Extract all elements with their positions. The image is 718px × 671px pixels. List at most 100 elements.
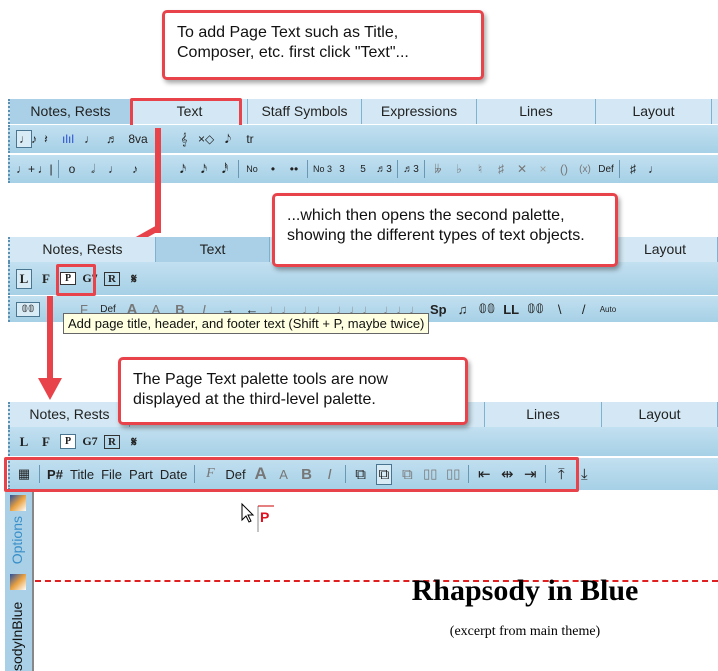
bold-icon[interactable]: B — [175, 301, 185, 317]
page-number-icon[interactable]: P# — [47, 466, 63, 482]
tab-notes-rests[interactable]: Notes, Rests — [10, 99, 132, 124]
left-arrow-icon[interactable]: ← — [245, 301, 259, 317]
rehearsal-tool-icon[interactable]: R — [104, 271, 120, 286]
align-left-icon[interactable]: ⇤ — [478, 466, 491, 483]
no-tuplet-icon[interactable]: No 3 — [313, 164, 333, 174]
chord-tool-icon[interactable]: G7 — [82, 434, 98, 448]
stem-icon[interactable]: ♩ — [648, 162, 660, 176]
tab-layout[interactable]: Layout — [602, 402, 718, 427]
all-pages-icon[interactable]: ⧉ — [355, 465, 366, 483]
score-subtitle[interactable]: (excerpt from main theme) — [449, 624, 601, 639]
larger-icon[interactable]: A — [254, 464, 267, 483]
smaller-icon[interactable]: A — [151, 301, 161, 317]
file-button[interactable]: File — [101, 466, 123, 482]
align-icon[interactable]: LL — [503, 301, 520, 317]
tab-layout[interactable]: Layout — [596, 99, 712, 124]
align-right-icon[interactable]: ⇥ — [524, 466, 537, 483]
odd-pages-icon[interactable]: ▯▯ — [423, 466, 438, 481]
grace-tool-icon[interactable]: 𝅘𝅥𝅮 — [224, 131, 232, 146]
tab-staff-symbols[interactable]: Staff Symbols — [248, 99, 362, 124]
font-icon[interactable]: F — [206, 466, 215, 481]
font-tool-icon[interactable]: F — [42, 270, 50, 286]
trill-tool-icon[interactable]: tr — [246, 132, 254, 146]
tab-expressions[interactable]: Expressions — [362, 99, 477, 124]
font-icon[interactable]: F — [80, 301, 88, 317]
slant-left-icon[interactable]: \ — [557, 301, 562, 317]
right-arrow-icon[interactable]: → — [221, 301, 235, 317]
notes-tool-icon[interactable]: ♩♪ — [16, 130, 37, 148]
beam-tool-icon[interactable]: ♬ — [106, 132, 118, 146]
smaller-icon[interactable]: A — [279, 466, 288, 482]
default-icon[interactable]: Def — [598, 163, 614, 175]
sixteenth-note-icon[interactable]: 𝅘𝅥𝅯 — [179, 161, 187, 176]
courtesy-icon[interactable]: (x) — [579, 163, 591, 175]
notehead-tool-icon[interactable]: ×◇ — [198, 132, 215, 146]
32nd-note-icon[interactable]: 𝅘𝅥𝅯 — [200, 161, 208, 176]
other-pages-icon[interactable]: ⧉ — [401, 465, 413, 483]
page-text-tool-icon[interactable]: P — [60, 434, 76, 449]
eighth-note-icon[interactable]: ♪ — [132, 162, 138, 176]
double-dot-icon[interactable]: •• — [289, 162, 299, 176]
verse-icon[interactable]: ♩♩ — [268, 301, 294, 317]
options-tab[interactable]: Options — [9, 516, 25, 565]
natural-icon[interactable]: ♮ — [477, 162, 483, 176]
rest-tool-icon[interactable]: 𝄽 — [44, 131, 48, 146]
larger-icon[interactable]: A — [126, 300, 138, 318]
verse3-icon[interactable]: ♩♩♩ — [336, 301, 375, 317]
view-icon[interactable]: 𝟘𝟘 — [478, 301, 496, 316]
page-text-tool-icon[interactable]: P — [60, 272, 76, 285]
first-page-icon[interactable]: ⧉ — [375, 463, 393, 485]
tab-lines[interactable]: Lines — [477, 99, 596, 124]
score-title[interactable]: Rhapsody in Blue — [411, 574, 639, 607]
octave-tool-icon[interactable]: 8va — [128, 132, 148, 146]
options-panel-icon[interactable] — [10, 495, 26, 511]
segno-tool-icon[interactable]: 𝄋 — [131, 270, 137, 286]
verse2-icon[interactable]: ♩♩ — [302, 301, 328, 317]
bars-tool-icon[interactable]: ılıl — [62, 132, 74, 146]
font-tool-icon[interactable]: F — [42, 433, 50, 449]
lyrics-tool-icon[interactable]: L — [19, 433, 29, 449]
clear-accidental-icon[interactable]: × — [539, 162, 547, 176]
no-dot-icon[interactable]: No — [246, 164, 258, 174]
segno-tool-icon[interactable]: 𝄋 — [131, 433, 137, 449]
64th-note-icon[interactable]: 𝅘𝅥𝅰 — [221, 161, 229, 176]
double-flat-icon[interactable]: 𝄫 — [434, 161, 442, 176]
tab-lines[interactable]: Lines — [485, 402, 602, 427]
flat-icon[interactable]: ♭ — [456, 162, 462, 176]
remove-note-icon[interactable]: ♩| — [37, 162, 53, 176]
half-note-icon[interactable]: 𝅗𝅥 — [91, 161, 95, 176]
quarter-note-icon[interactable]: ♩ — [108, 162, 120, 176]
tab-notes-rests[interactable]: Notes, Rests — [10, 402, 130, 427]
tab-text[interactable]: Text — [132, 99, 248, 124]
triplet-icon[interactable]: 3 — [339, 163, 345, 175]
rehearsal-tool-icon[interactable]: R — [104, 434, 120, 449]
default-icon[interactable]: Def — [225, 466, 246, 482]
tuplet-icon[interactable]: ♬3 — [403, 163, 419, 175]
tie-tool-icon[interactable]: ♩ — [84, 132, 96, 146]
spacing-icon[interactable]: Sp — [430, 301, 447, 317]
double-sharp-icon[interactable]: ✕ — [516, 162, 528, 176]
quintuplet-icon[interactable]: 5 — [360, 163, 366, 175]
view2-icon[interactable]: 𝟘𝟘 — [527, 301, 544, 316]
lyrics-tool-icon[interactable]: L — [16, 268, 32, 289]
tab-layout[interactable]: Layout — [613, 237, 718, 262]
tab-notes-rests[interactable]: Notes, Rests — [10, 237, 156, 262]
align-center-icon[interactable]: ⇹ — [501, 466, 514, 483]
italic-icon[interactable]: I — [327, 465, 332, 483]
clef-tool-icon[interactable]: 𝄞 — [180, 131, 188, 146]
parentheses-icon[interactable]: () — [560, 162, 568, 176]
slant-right-icon[interactable]: / — [581, 301, 586, 317]
even-pages-icon[interactable]: ▯▯ — [446, 466, 461, 481]
title-button[interactable]: Title — [70, 466, 95, 482]
auto-icon[interactable]: Auto — [599, 304, 617, 314]
document-panel-icon[interactable] — [10, 574, 26, 590]
page-text-options-icon[interactable]: ▦ — [17, 466, 31, 481]
add-note-icon[interactable]: ♩+ — [16, 162, 36, 176]
align-bottom-icon[interactable]: ⤓ — [580, 465, 588, 483]
whole-note-icon[interactable]: o — [68, 162, 76, 176]
tab-text[interactable]: Text — [156, 237, 270, 262]
default-icon[interactable]: Def — [100, 303, 116, 315]
tuplet-beam-icon[interactable]: ♬3 — [376, 163, 392, 175]
verse4-icon[interactable]: ♩♩♩ — [383, 301, 422, 317]
sharp-icon[interactable]: ♯ — [498, 162, 504, 176]
